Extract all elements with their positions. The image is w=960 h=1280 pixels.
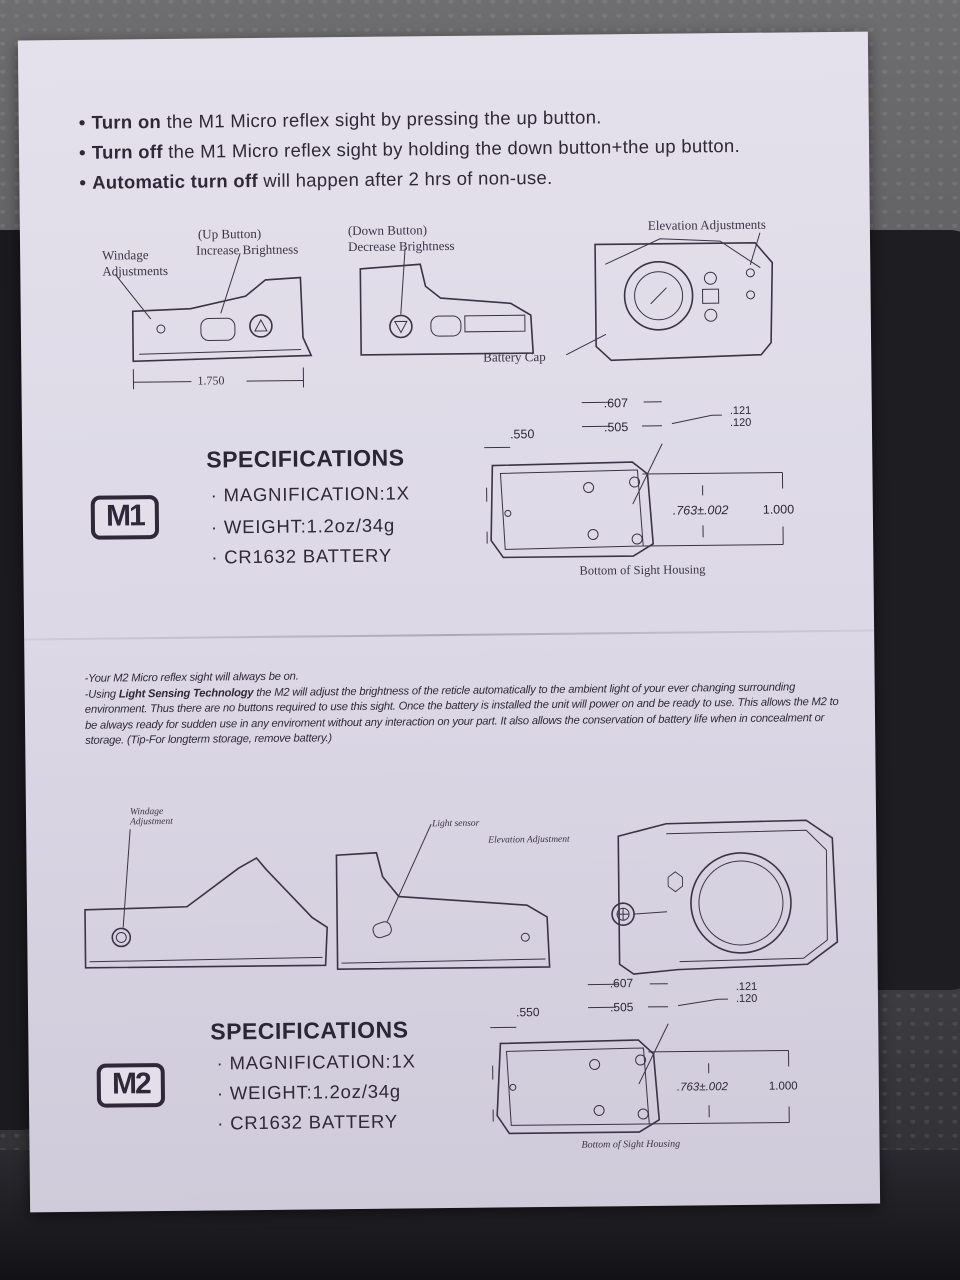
m2-badge: M2	[96, 1063, 166, 1108]
m2-dim-121: .121	[735, 980, 758, 994]
m1-spec-title: SPECIFICATIONS	[206, 444, 405, 473]
m2-spec-weight: · WEIGHT:1.2oz/34g	[216, 1080, 402, 1104]
m2-description: -Your M2 Micro reflex sight will always …	[85, 664, 846, 749]
m2-side-view-right	[335, 823, 551, 970]
m1-diagrams	[114, 232, 784, 559]
m1-bottom-view	[484, 401, 784, 559]
m1-badge: M1	[90, 495, 160, 540]
m2-bottom-label: Bottom of Sight Housing	[581, 1138, 681, 1151]
m1-dim-763: .763±.002	[672, 503, 729, 518]
m2-dim-1000: 1.000	[768, 1080, 798, 1093]
m1-spec-battery: · CR1632 BATTERY	[211, 544, 393, 568]
m1-dim-1000: 1.000	[762, 502, 795, 517]
m2-spec-title: SPECIFICATIONS	[210, 1016, 409, 1045]
m1-dim-505: .505	[603, 420, 629, 435]
m2-dim-505: .505	[609, 1000, 634, 1015]
m1-spec-magnification: · MAGNIFICATION:1X	[210, 482, 410, 506]
m1-side-view-left	[114, 253, 313, 390]
m1-spec-weight: · WEIGHT:1.2oz/34g	[210, 514, 396, 538]
m2-spec-magnification: · MAGNIFICATION:1X	[216, 1050, 416, 1074]
m2-light-sensing-text: -Using Light Sensing Technology the M2 w…	[84, 680, 839, 747]
m2-top-view	[611, 819, 839, 975]
m1-dim-550: .550	[509, 427, 535, 442]
m2-dim-550: .550	[516, 1005, 540, 1020]
m2-dim-607: .607	[609, 976, 634, 991]
m2-dim-763: .763±.002	[676, 1081, 729, 1094]
m1-top-view	[565, 232, 774, 362]
m1-bottom-label: Bottom of Sight Housing	[579, 562, 706, 578]
m2-bottom-view	[490, 983, 790, 1135]
m2-side-view-left	[84, 829, 329, 969]
m1-dim-120: .120	[729, 416, 752, 430]
m1-dim-121: .121	[729, 404, 752, 418]
m1-side-view-right	[359, 248, 535, 356]
m2-dim-120: .120	[735, 992, 758, 1006]
m1-dim-607: .607	[603, 396, 629, 411]
instruction-sheet: •Turn on the M1 Micro reflex sight by pr…	[17, 31, 881, 1213]
m2-spec-battery: · CR1632 BATTERY	[217, 1110, 399, 1134]
m2-diagrams	[84, 819, 839, 1135]
